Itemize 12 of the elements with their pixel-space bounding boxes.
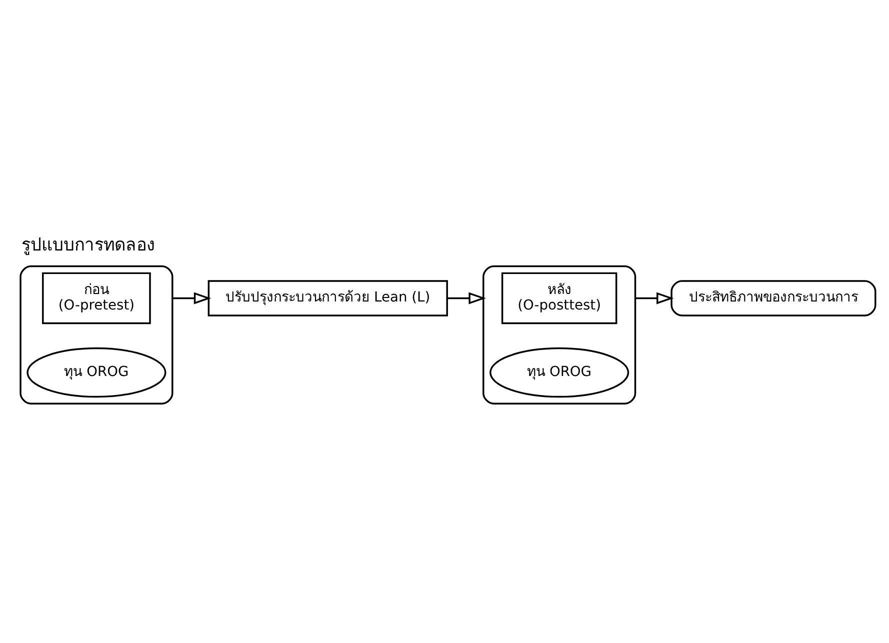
cluster bbox=[482, 264, 636, 404]
node-box: หลัง (O-posttest) bbox=[501, 272, 618, 324]
node-box: ก่อน (O-pretest) bbox=[42, 272, 151, 324]
arrow bbox=[172, 292, 212, 304]
node-box: ประสิทธิภาพของกระบวนการ bbox=[670, 280, 876, 316]
diagram-title: รูปแบบการทดลอง bbox=[21, 235, 154, 256]
node-ellipse: ทุน OROG bbox=[490, 346, 630, 398]
node-box: ปรับปรุงกระบวนการด้วย Lean (L) bbox=[208, 280, 448, 316]
node-ellipse: ทุน OROG bbox=[26, 346, 166, 398]
arrow bbox=[635, 292, 674, 304]
cluster bbox=[20, 264, 174, 404]
arrow bbox=[447, 292, 486, 304]
